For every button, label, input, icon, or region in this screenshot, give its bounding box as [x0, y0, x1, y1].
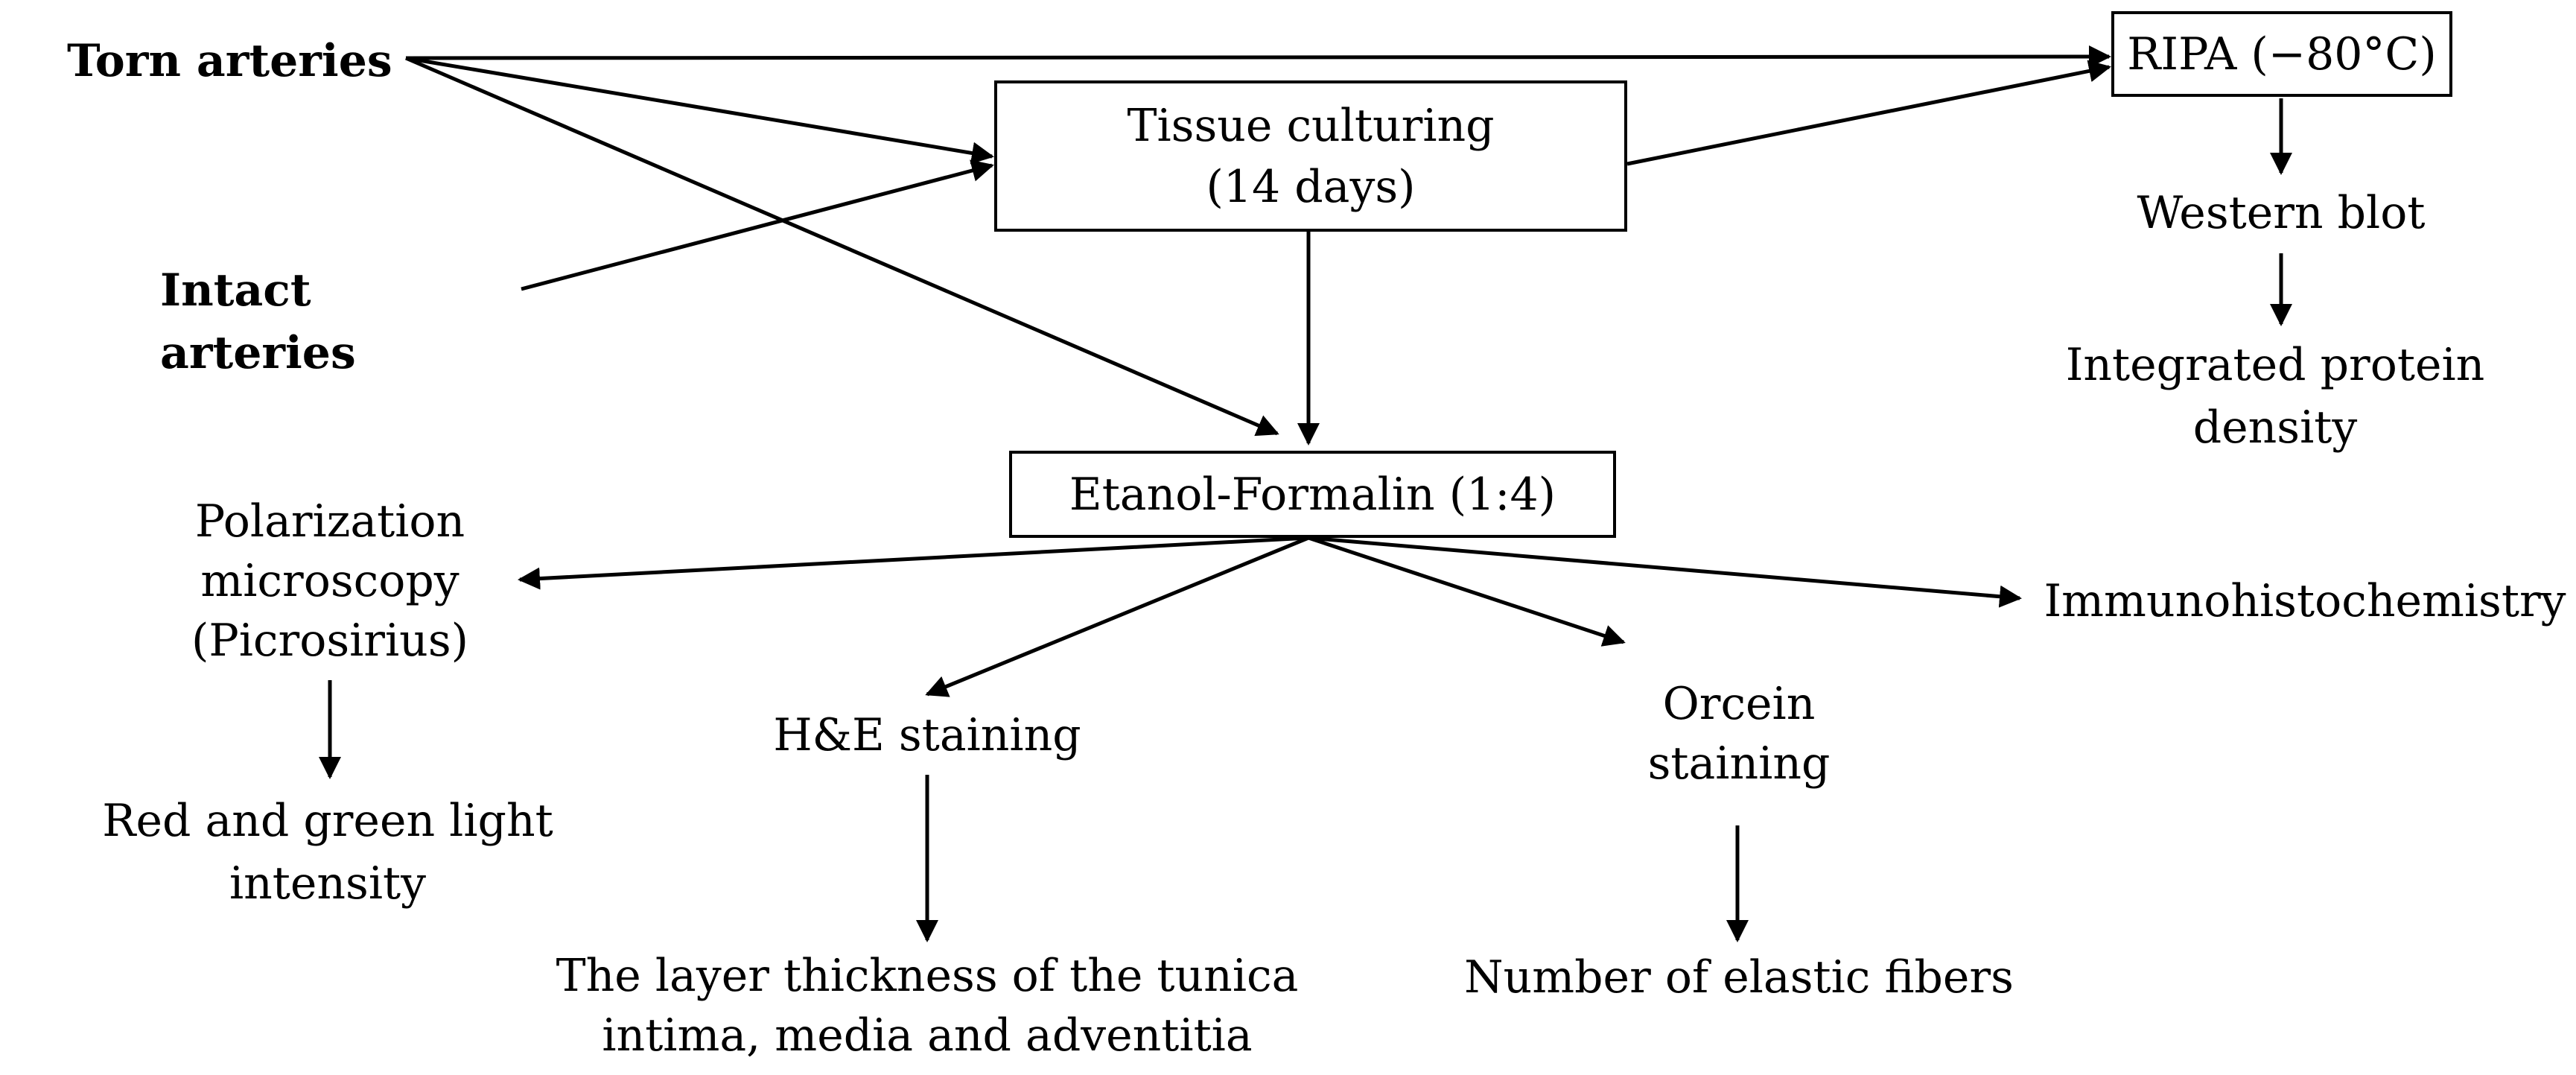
- arrow-intact-to-culturing: [521, 159, 994, 291]
- arrow-culturing-to-ripa: [1626, 60, 2111, 166]
- node-polarization-microscopy: Polarization microscopy (Picrosirius): [191, 495, 469, 667]
- box-tissue-culturing: Tissue culturing (14 days): [994, 80, 1627, 232]
- node-red-green-intensity: Red and green light intensity: [102, 795, 553, 910]
- arrow-etanol-to-immuno: [1308, 536, 2022, 608]
- box-etanol-formalin: Etanol-Formalin (1:4): [1009, 451, 1616, 538]
- arrow-torn-to-etanol: [405, 56, 1279, 437]
- box-ripa: RIPA (−80°C): [2111, 11, 2452, 97]
- node-immunohistochemistry: Immunohistochemistry: [2044, 575, 2566, 627]
- arrow-etanol-to-orcein: [1308, 536, 1626, 647]
- node-layer-thickness: The layer thickness of the tunica intima…: [556, 950, 1299, 1062]
- node-orcein-staining: Orcein staining: [1647, 678, 1831, 790]
- node-integrated-protein-density: Integrated protein density: [2065, 339, 2485, 454]
- arrow-etanol-to-polarization: [518, 536, 1309, 590]
- arrow-torn-to-culturing: [405, 56, 994, 165]
- arrow-torn-to-ripa: [405, 45, 2111, 69]
- node-intact-arteries: Intact arteries: [160, 264, 356, 379]
- arrow-etanol-to-he: [925, 536, 1309, 697]
- node-torn-arteries: Torn arteries: [67, 35, 392, 87]
- node-western-blot: Western blot: [2137, 187, 2426, 239]
- node-he-staining: H&E staining: [773, 709, 1081, 761]
- node-elastic-fibers: Number of elastic fibers: [1464, 951, 2014, 1003]
